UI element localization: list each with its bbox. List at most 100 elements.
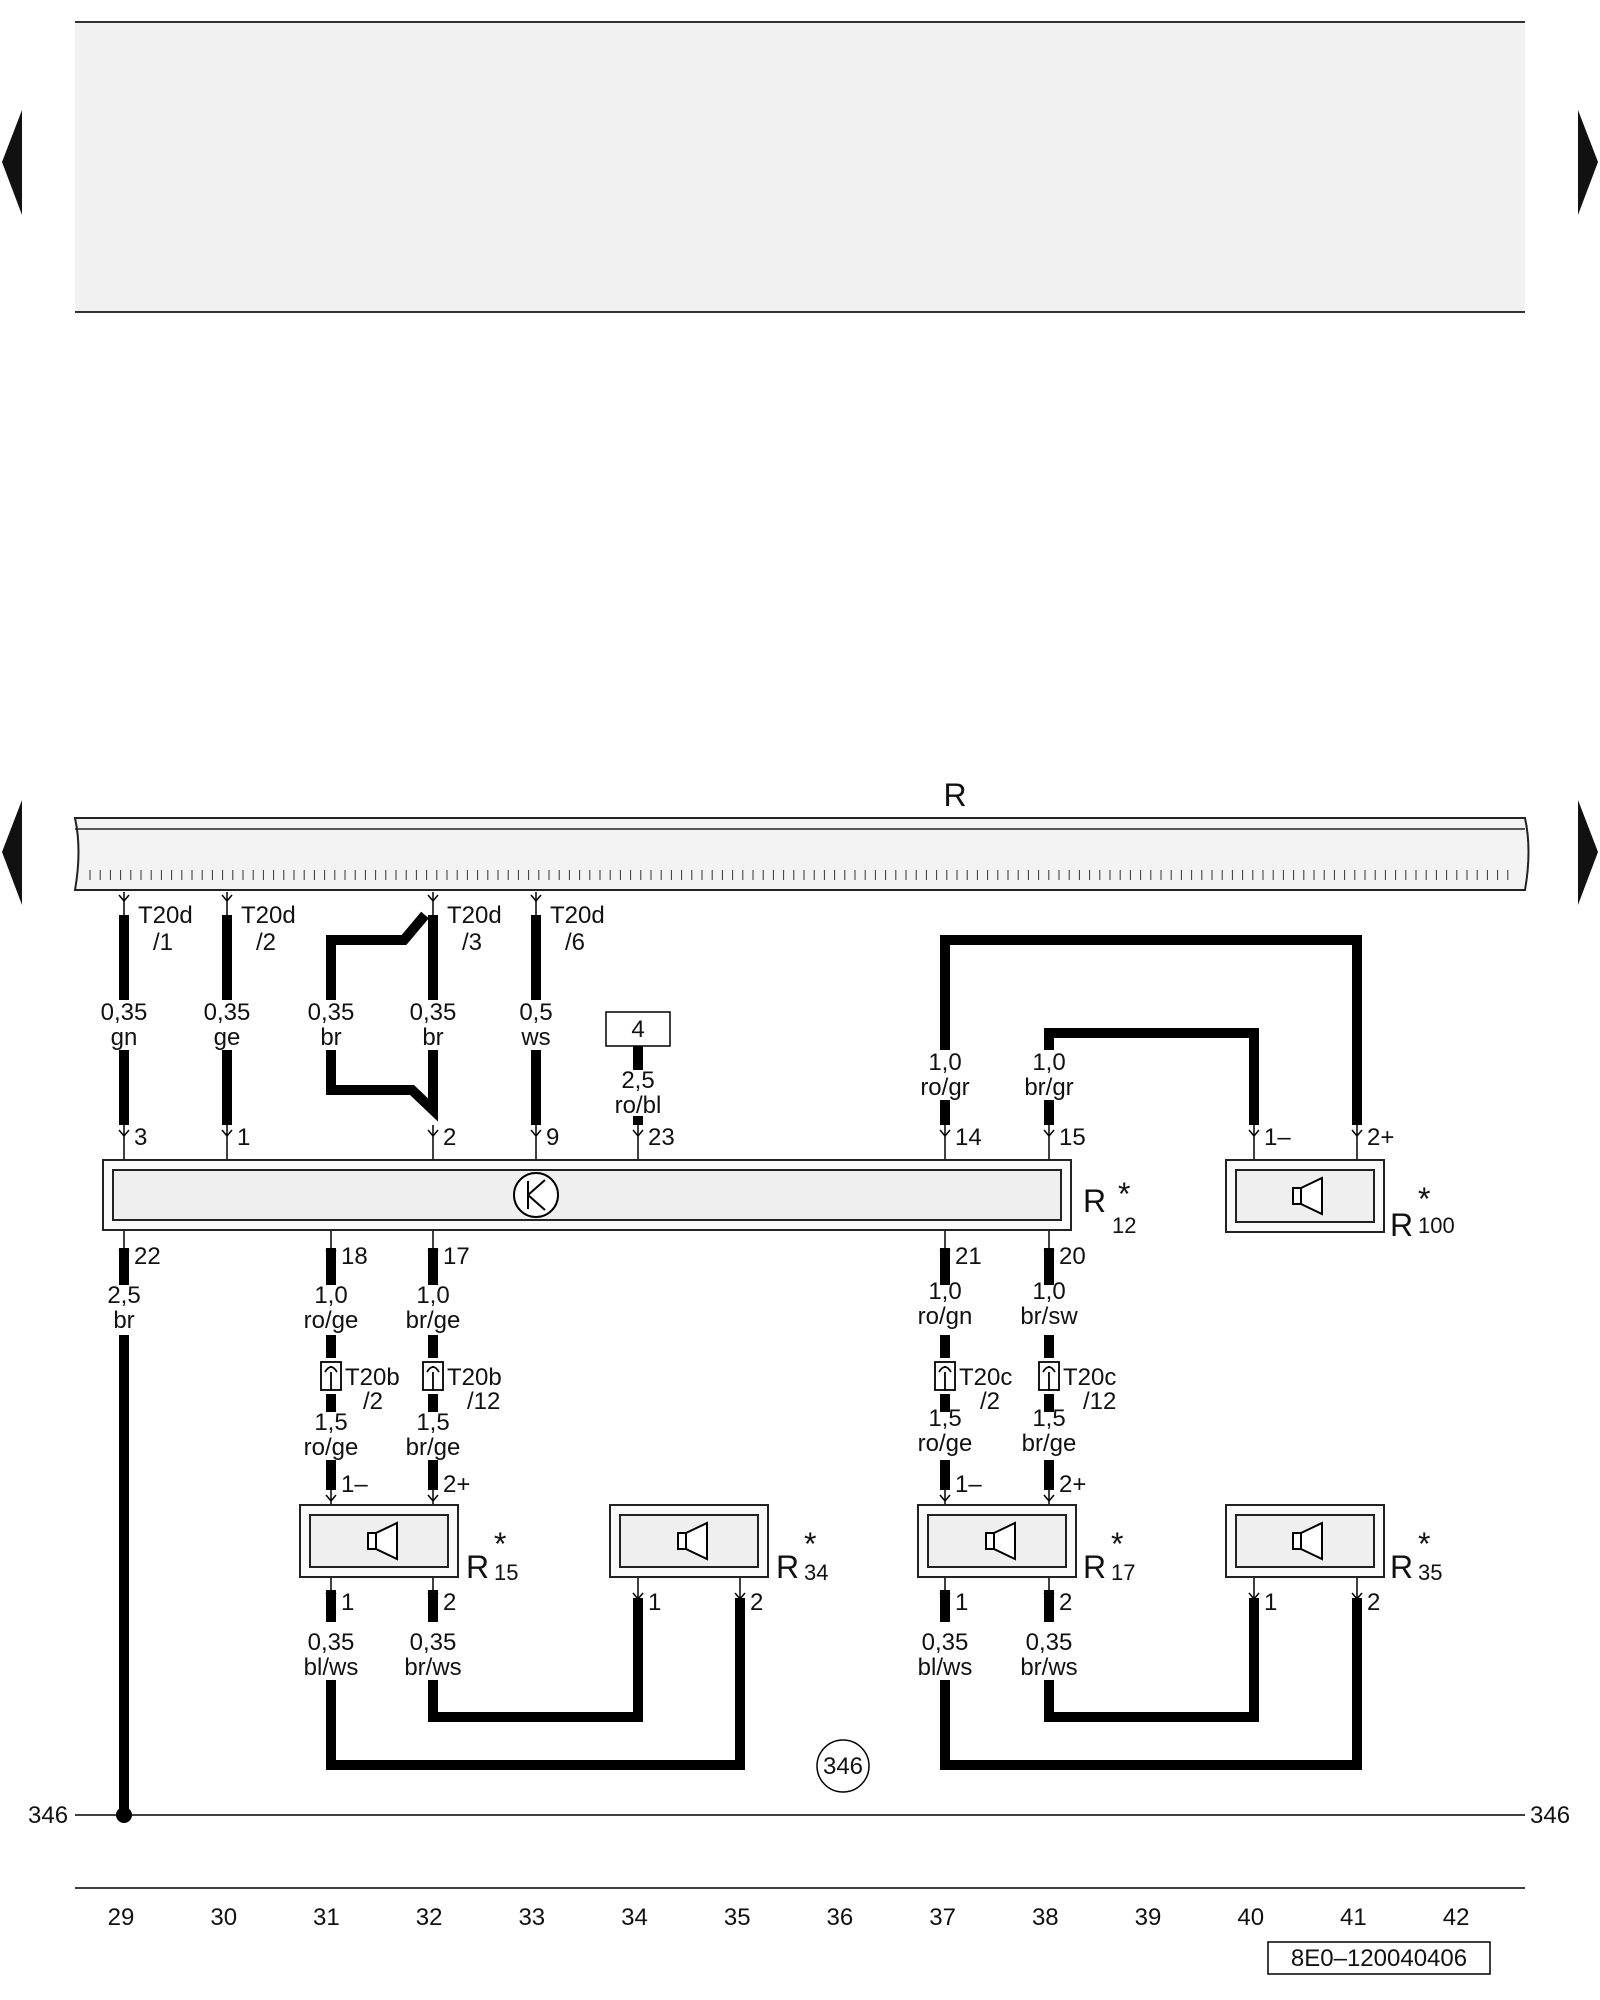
speaker-icon bbox=[1292, 1521, 1323, 1561]
conn-t20d-2-b: /2 bbox=[256, 929, 276, 956]
pin-r15-neg: 1– bbox=[341, 1471, 368, 1498]
next-page-arrow-top[interactable] bbox=[1578, 110, 1598, 215]
track-number: 30 bbox=[210, 1904, 237, 1931]
pin-arrow bbox=[734, 1592, 746, 1601]
wire-blws-a-size: 0,35 bbox=[308, 1629, 355, 1656]
pin-r17-2: 2 bbox=[1059, 1589, 1072, 1616]
wire-brge-c-size: 1,5 bbox=[1032, 1405, 1065, 1432]
pin-arrow bbox=[1043, 1494, 1055, 1503]
pin-3: 3 bbox=[134, 1124, 147, 1151]
wire-robl-size: 2,5 bbox=[621, 1067, 654, 1094]
pin-r35-1: 1 bbox=[1264, 1589, 1277, 1616]
pin-arrow bbox=[325, 1592, 337, 1601]
radio-bus-bar bbox=[73, 817, 1530, 891]
speaker-icon bbox=[367, 1521, 398, 1561]
wire-brge-a-color: br/ge bbox=[406, 1307, 461, 1334]
pin-arrow bbox=[118, 1249, 130, 1258]
text-layer: T20d /1 T20d /2 T20d /3 T20d /6 0,35 gn … bbox=[28, 902, 1570, 1972]
pin-arrow bbox=[530, 1129, 542, 1138]
pin-arrow bbox=[1248, 1592, 1260, 1601]
connector-t20c-12-icon bbox=[1038, 1361, 1060, 1391]
speaker-r17 bbox=[917, 1504, 1077, 1578]
wire-ws-color: ws bbox=[520, 1024, 550, 1051]
speaker-r34 bbox=[609, 1504, 769, 1578]
wire-ws-size: 0,5 bbox=[519, 999, 552, 1026]
pin-arrow bbox=[118, 1129, 130, 1138]
conn-t20d-1-b: /1 bbox=[153, 929, 173, 956]
pin-r35-2: 2 bbox=[1367, 1589, 1380, 1616]
pin-9: 9 bbox=[546, 1124, 559, 1151]
pin-r15-2: 2 bbox=[443, 1589, 456, 1616]
wire-brws-a bbox=[428, 1590, 643, 1722]
pin-arrow bbox=[325, 1249, 337, 1258]
speaker-r35 bbox=[1225, 1504, 1385, 1578]
pin-r17-neg: 1– bbox=[955, 1471, 982, 1498]
wire-br-b-size: 0,35 bbox=[410, 999, 457, 1026]
wire-br-a-color: br bbox=[320, 1024, 341, 1051]
wire-roge-c-size: 1,5 bbox=[928, 1405, 961, 1432]
radio-unit-r12 bbox=[102, 1159, 1072, 1231]
prev-page-arrow-mid[interactable] bbox=[2, 800, 22, 905]
wire-br-a-size: 0,35 bbox=[308, 999, 355, 1026]
wire-br-b-color: br bbox=[422, 1024, 443, 1051]
prev-page-arrow-top[interactable] bbox=[2, 110, 22, 215]
ground-label-right: 346 bbox=[1530, 1802, 1570, 1829]
pin-18: 18 bbox=[341, 1243, 368, 1270]
speaker-icon bbox=[985, 1521, 1016, 1561]
track-number: 32 bbox=[416, 1904, 443, 1931]
track-number: 35 bbox=[724, 1904, 751, 1931]
r17-letter: R bbox=[1083, 1549, 1106, 1585]
pin-r34-2: 2 bbox=[750, 1589, 763, 1616]
wires bbox=[119, 911, 1362, 1815]
conn-t20d-2-a: T20d bbox=[241, 902, 296, 929]
pin-arrow bbox=[632, 1592, 644, 1601]
pin-arrow bbox=[427, 894, 439, 903]
pin-arrow bbox=[530, 894, 542, 903]
fuse-box bbox=[605, 1011, 671, 1047]
pin-r15-1: 1 bbox=[341, 1589, 354, 1616]
conn-t20c-2-b: /2 bbox=[980, 1388, 1000, 1415]
track-number: 29 bbox=[108, 1904, 135, 1931]
wire-br-loop bbox=[326, 911, 438, 1122]
pin-21: 21 bbox=[955, 1243, 982, 1270]
speaker-icon bbox=[1292, 1176, 1323, 1216]
conn-t20d-3-b: /3 bbox=[462, 929, 482, 956]
pin-arrow bbox=[1351, 1592, 1363, 1601]
wire-rogr-color: ro/gr bbox=[920, 1074, 969, 1101]
pin-arrow bbox=[427, 1592, 439, 1601]
pin-17: 17 bbox=[443, 1243, 470, 1270]
track-number: 36 bbox=[827, 1904, 854, 1931]
pin-arrow bbox=[939, 1592, 951, 1601]
connector-t20b-2-icon bbox=[320, 1361, 342, 1391]
wire-blws-b-size: 0,35 bbox=[922, 1629, 969, 1656]
wire-brws-b-color: br/ws bbox=[1020, 1654, 1077, 1681]
pin-1: 1 bbox=[237, 1124, 250, 1151]
pin-arrow bbox=[427, 1494, 439, 1503]
next-page-arrow-mid[interactable] bbox=[1578, 800, 1598, 905]
r35-star: * bbox=[1418, 1526, 1430, 1562]
diagram-code: 8E0–120040406 bbox=[1291, 1945, 1467, 1972]
pin-arrow bbox=[221, 894, 233, 903]
wire-brge-b-size: 1,5 bbox=[416, 1409, 449, 1436]
wire-rogr-size: 1,0 bbox=[928, 1049, 961, 1076]
pin-2: 2 bbox=[443, 1124, 456, 1151]
pin-20: 20 bbox=[1059, 1243, 1086, 1270]
track-number: 41 bbox=[1340, 1904, 1367, 1931]
wire-ge-size: 0,35 bbox=[204, 999, 251, 1026]
wire-brgr-size: 1,0 bbox=[1032, 1049, 1065, 1076]
speaker-r100 bbox=[1225, 1159, 1385, 1233]
wire-brws-a-color: br/ws bbox=[404, 1654, 461, 1681]
wire-br-gnd-size: 2,5 bbox=[107, 1282, 140, 1309]
track-number: 31 bbox=[313, 1904, 340, 1931]
wire-brws-a-size: 0,35 bbox=[410, 1629, 457, 1656]
pin-r100-pos: 2+ bbox=[1367, 1124, 1394, 1151]
conn-t20b-12-b: /12 bbox=[467, 1388, 500, 1415]
pin-arrow bbox=[1248, 1129, 1260, 1138]
conn-t20d-6-a: T20d bbox=[550, 902, 605, 929]
conn-t20d-1-a: T20d bbox=[138, 902, 193, 929]
r100-letter: R bbox=[1390, 1207, 1413, 1243]
pin-arrows bbox=[118, 894, 1363, 1601]
transistor-icon bbox=[513, 1172, 559, 1218]
